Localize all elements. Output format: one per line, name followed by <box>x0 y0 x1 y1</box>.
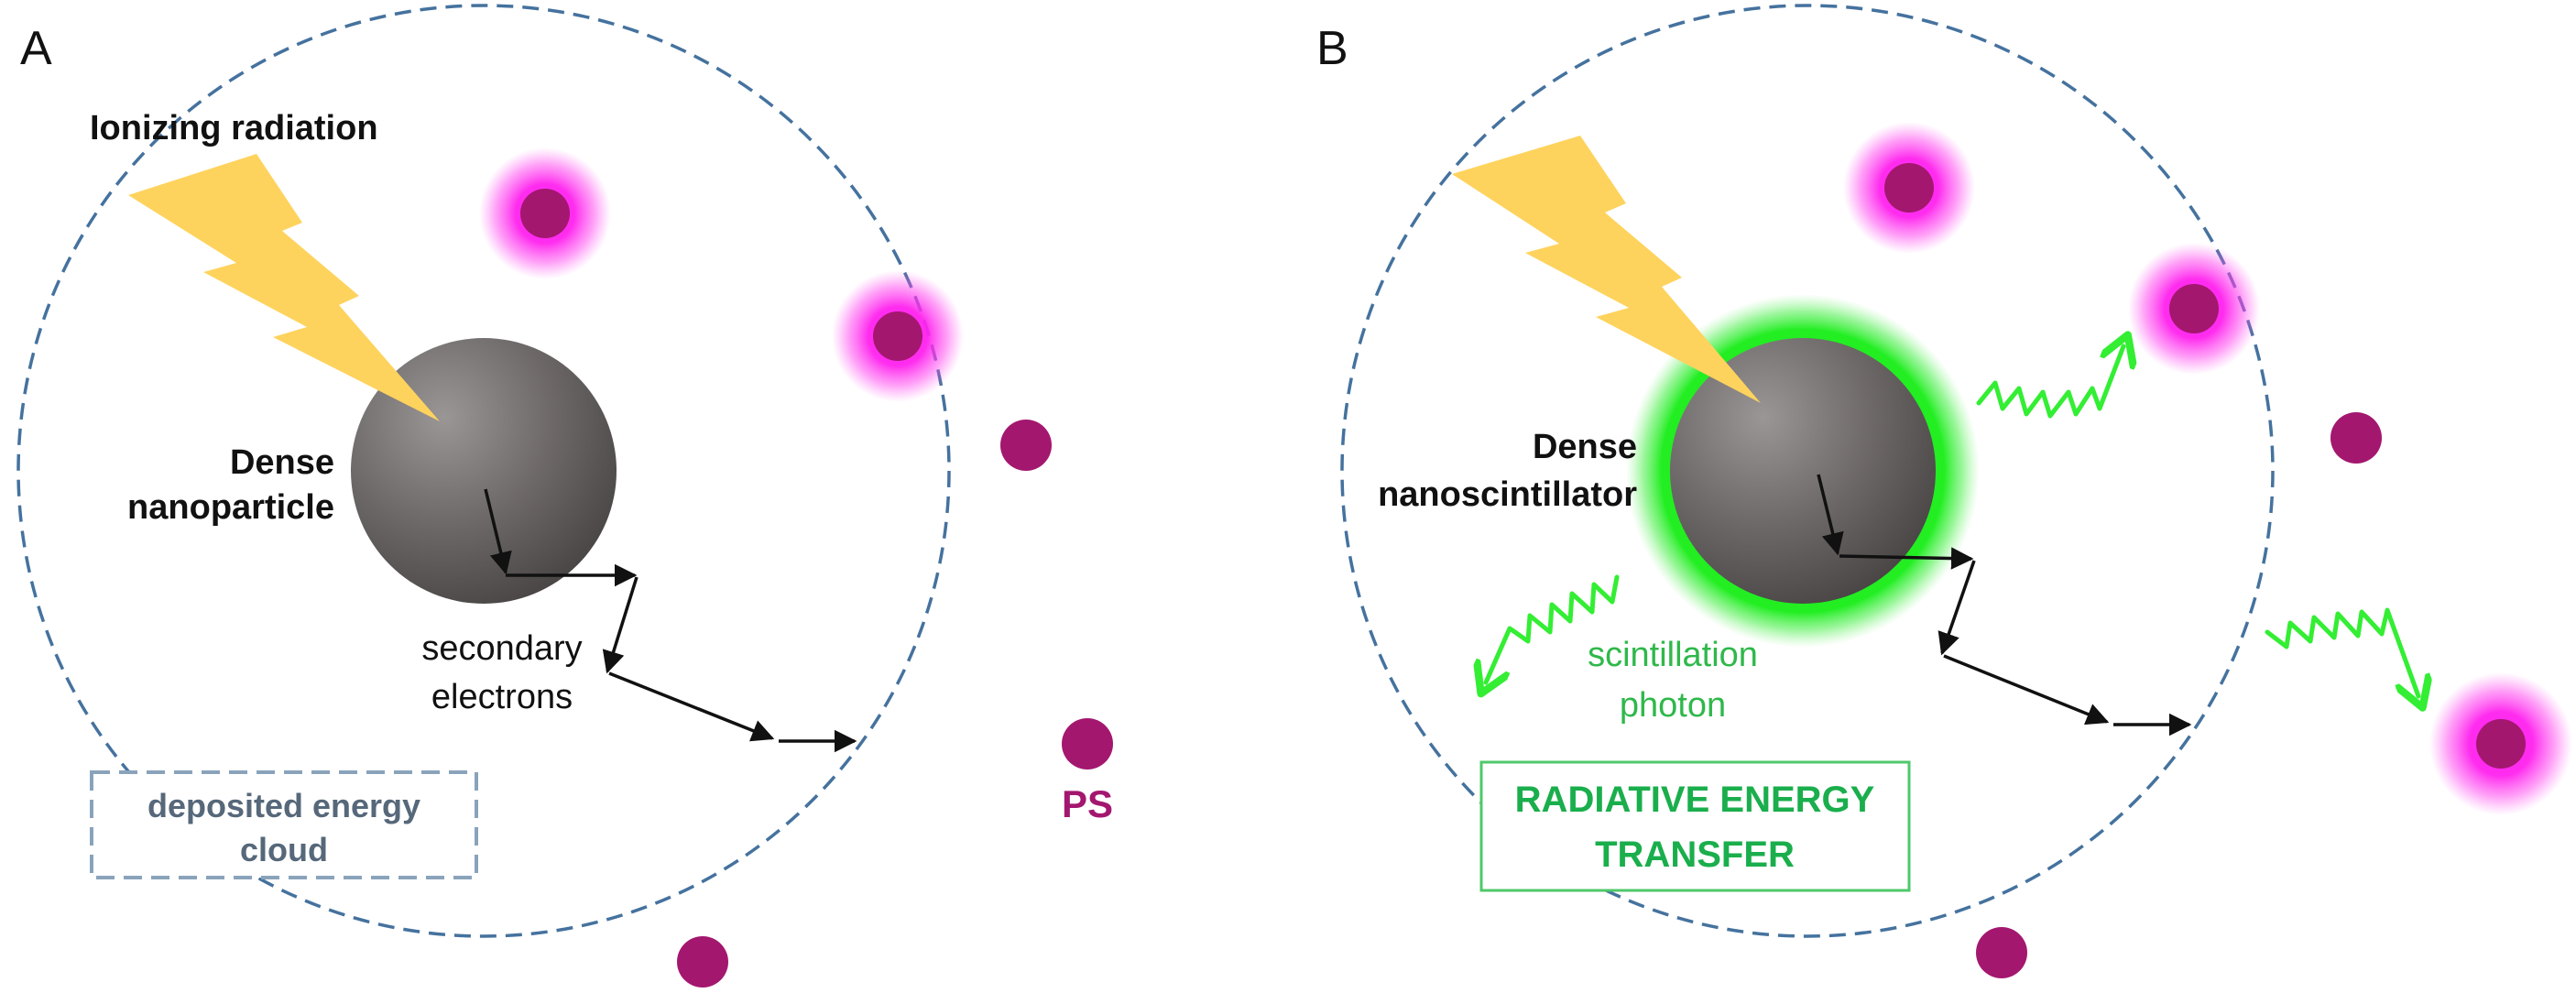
energy-cloud-label-box <box>90 770 478 879</box>
panel-a: A Ionizing radiation Dense na <box>16 4 1113 988</box>
scintillation-photon-wave <box>2265 607 2418 696</box>
scintillation-photon-label-line1: scintillation <box>1588 636 1758 674</box>
energy-cloud-label-line1: deposited energy <box>147 787 420 824</box>
secondary-electrons-label-line2: electrons <box>431 678 573 716</box>
panel-b-letter: B <box>1316 22 1348 75</box>
ps-molecule <box>1976 927 2027 978</box>
dense-nanoscintillator <box>1670 338 1936 604</box>
scintillation-photon-wave <box>1976 346 2123 419</box>
ps-molecule-excited <box>479 147 611 279</box>
scintillation-photon-wave <box>1486 574 1620 682</box>
radiative-energy-transfer-label-line1: RADIATIVE ENERGY <box>1515 780 1875 820</box>
ps-molecule <box>2330 412 2382 464</box>
ionizing-radiation-bolt-icon <box>128 154 440 421</box>
ps-molecule <box>677 936 728 988</box>
scintillation-photon-label-line2: photon <box>1620 686 1726 725</box>
secondary-electron-path <box>484 488 857 753</box>
radiative-energy-transfer-label-line2: TRANSFER <box>1595 835 1795 875</box>
nanoscintillator-label-line2: nanoscintillator <box>1378 475 1637 514</box>
energy-cloud-label-line2: cloud <box>240 831 328 868</box>
radiative-energy-transfer-box <box>1479 760 1911 892</box>
ionizing-radiation-bolt-icon <box>1452 136 1761 403</box>
secondary-electrons-label-line1: secondary <box>421 629 582 668</box>
ps-molecule-excited <box>2429 672 2572 815</box>
ps-molecule-excited <box>2128 243 2260 375</box>
panel-a-letter: A <box>20 22 52 75</box>
ps-molecule-excited <box>832 270 964 402</box>
energy-cloud-circle <box>1340 4 2275 938</box>
ps-molecule-excited <box>1843 122 1975 254</box>
ps-molecule <box>1062 718 1113 769</box>
ps-label: PS <box>1062 782 1113 825</box>
ps-molecule <box>1000 420 1052 471</box>
ionizing-radiation-label: Ionizing radiation <box>90 109 378 147</box>
secondary-electron-path <box>1817 474 2192 737</box>
nanoparticle-label-line2: nanoparticle <box>127 488 334 527</box>
energy-cloud-circle <box>16 4 951 938</box>
panel-b: B <box>1316 4 2572 978</box>
nanoparticle-label-line1: Dense <box>230 443 334 482</box>
nanoscintillator-label-line1: Dense <box>1533 428 1637 466</box>
